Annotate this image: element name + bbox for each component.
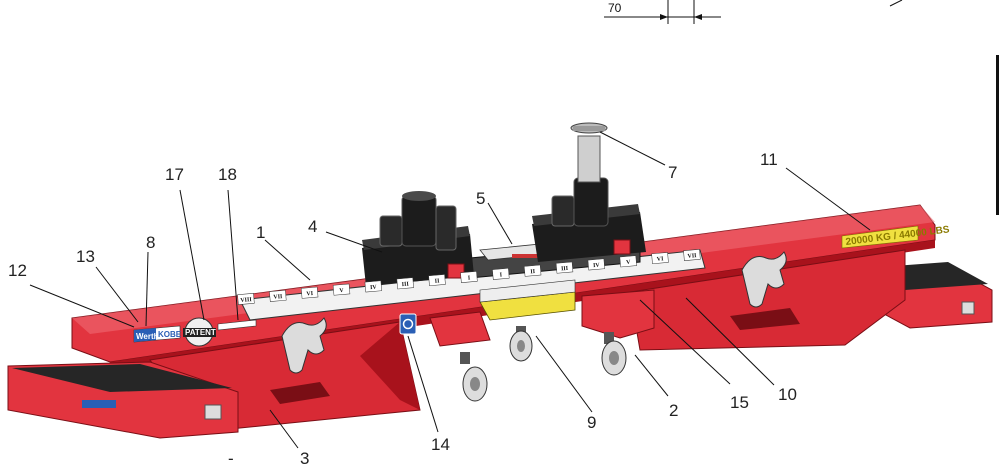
scale-tile	[492, 267, 510, 280]
scale-numeral: II	[435, 278, 441, 284]
scale-tile	[460, 271, 478, 283]
scale-numeral: IV	[593, 263, 601, 270]
right-jack	[532, 122, 646, 262]
callout-7: 7	[668, 163, 677, 182]
scale-numeral: IV	[370, 285, 378, 292]
scale-tile	[587, 258, 605, 271]
scale-tile	[523, 264, 542, 277]
scale-numeral: VII	[273, 294, 283, 301]
callout-numbers: 1 2 3 4 5 7 8 9 10 11 12 13 14 15 17 18	[8, 150, 797, 464]
callout-17: 17	[165, 165, 184, 184]
callout-11: 11	[760, 150, 778, 169]
frame-edge-line	[996, 55, 999, 215]
scale-tile	[396, 277, 414, 290]
callout-13: 13	[76, 247, 95, 266]
left-outrigger	[7, 361, 239, 439]
scale-numeral: I	[500, 272, 504, 278]
callout-4: 4	[308, 217, 317, 236]
scale-tile	[428, 274, 446, 287]
scale-tile	[332, 283, 351, 296]
scale-numeral: V	[339, 288, 345, 294]
scale-numeral: I	[468, 275, 472, 281]
wheel-left	[460, 352, 488, 402]
scale-tile	[364, 280, 382, 293]
left-cutout	[270, 382, 330, 404]
scale-numeral: VI	[306, 291, 314, 298]
left-jack	[362, 191, 474, 286]
leader-lines	[29, 131, 871, 449]
callout-3: 3	[300, 449, 309, 464]
callout-10: 10	[778, 385, 797, 404]
callout-2: 2	[669, 401, 678, 420]
scale-numeral: III	[402, 281, 410, 288]
patent-seal: PATENT	[183, 317, 216, 347]
callout-8: 8	[146, 233, 155, 252]
blue-badge	[399, 313, 417, 335]
scale-tile	[619, 255, 637, 268]
wheel-center	[509, 326, 533, 362]
callout-12: 12	[8, 261, 27, 280]
right-cross-plate	[581, 289, 655, 339]
callout-9: 9	[587, 413, 596, 432]
left-clamp	[281, 317, 327, 374]
scale-numeral: II	[530, 269, 536, 275]
scale-numeral: V	[626, 260, 632, 266]
callout-partial: -	[228, 449, 234, 464]
scale-numeral: VIII	[240, 297, 252, 304]
scale-tile	[651, 252, 669, 265]
scale-tile	[237, 293, 255, 305]
scale-tile	[269, 289, 287, 302]
scale-numeral: VI	[657, 256, 665, 263]
callout-1: 1	[256, 223, 265, 242]
label-strip	[217, 319, 257, 331]
right-cutout	[730, 308, 800, 330]
hint-arc	[889, 0, 903, 7]
callout-18: 18	[218, 165, 237, 184]
brand-label: Werther	[136, 332, 166, 341]
brand-suffix-label: KOBE	[158, 330, 182, 339]
patent-text: PATENT	[185, 328, 216, 337]
scale-tile	[555, 261, 574, 274]
scale-tile	[300, 286, 319, 299]
dimension-annotation: 70	[604, 0, 721, 24]
scale-numeral: III	[561, 266, 569, 273]
wheel-right	[601, 332, 627, 376]
right-clamp	[741, 251, 787, 308]
callout-5: 5	[476, 189, 485, 208]
logo-plate: Werther KOBE	[133, 325, 182, 343]
callout-14: 14	[431, 435, 450, 454]
scale-tile	[683, 249, 701, 261]
dimension-value: 70	[608, 1, 622, 15]
callout-15: 15	[730, 393, 749, 412]
scale-numeral: VII	[687, 253, 697, 260]
